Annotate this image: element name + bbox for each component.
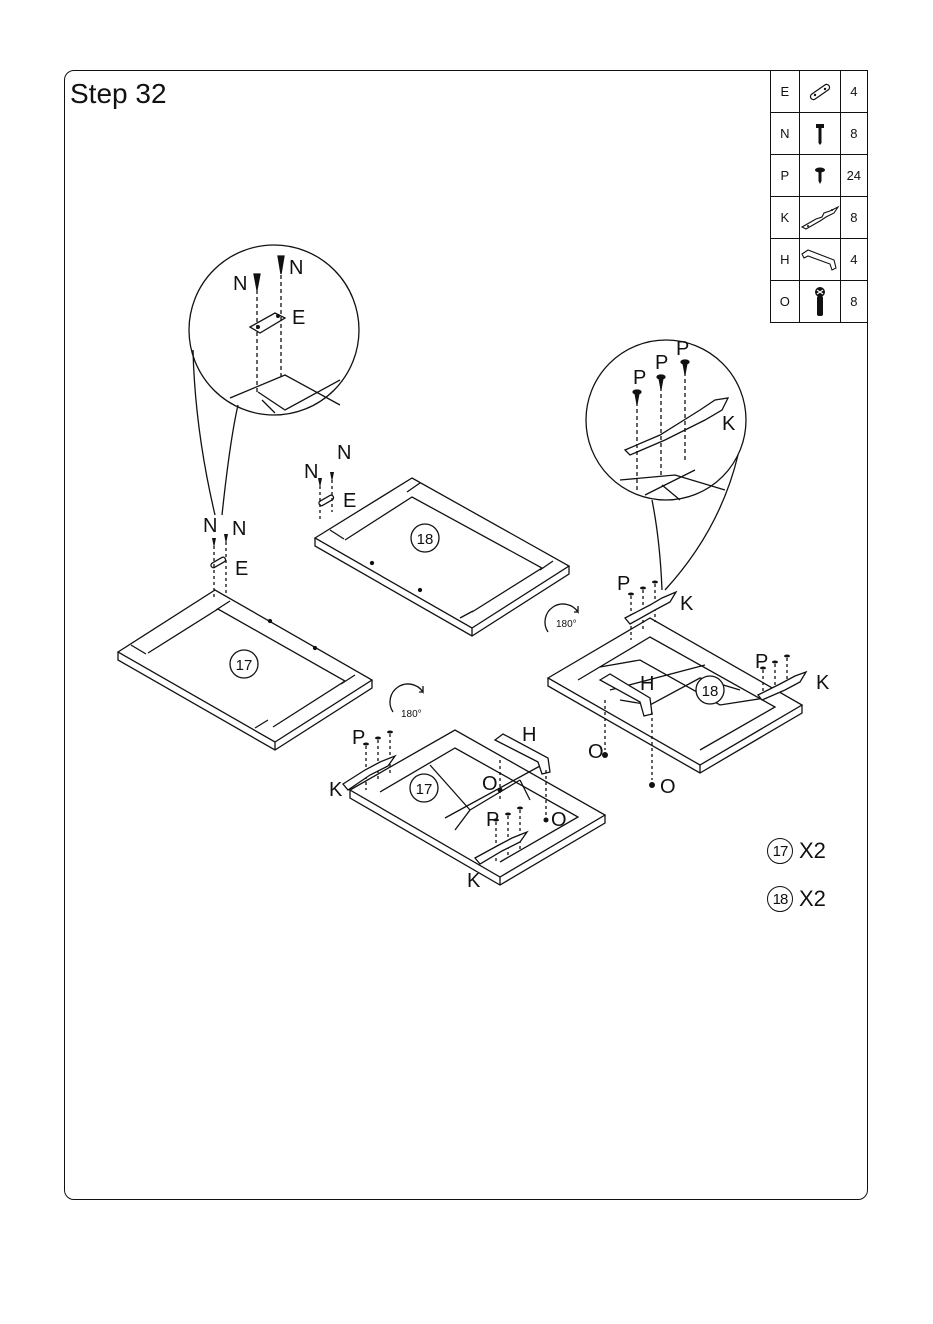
label-o: O: [551, 809, 567, 831]
label-n: N: [203, 515, 217, 537]
label-o: O: [588, 741, 604, 763]
quantity-18-count: X2: [799, 886, 826, 912]
rotate-label: 180°: [556, 619, 577, 630]
label-n: N: [304, 461, 318, 483]
label-k: K: [722, 413, 736, 435]
label-e: E: [343, 490, 356, 512]
connector-e-17: [210, 556, 226, 568]
label-p: P: [352, 727, 365, 749]
label-e: E: [292, 307, 305, 329]
panel-18-circle: 18: [767, 886, 793, 912]
label-k: K: [467, 870, 481, 892]
label-k: K: [329, 779, 343, 801]
label-o: O: [660, 776, 676, 798]
rotate-arrow-icon: [390, 684, 423, 712]
quantity-18: 18 X2: [767, 886, 826, 912]
label-n: N: [233, 273, 247, 295]
rotate-label: 180°: [401, 709, 422, 720]
label-n: N: [337, 442, 351, 464]
label-p: P: [633, 367, 646, 389]
label-n: N: [289, 257, 303, 279]
label-h: H: [522, 724, 536, 746]
label-k: K: [816, 672, 830, 694]
label-n: N: [232, 518, 246, 540]
label-p: P: [617, 573, 630, 595]
panel-18-label: 18: [417, 531, 434, 548]
label-e: E: [235, 558, 248, 580]
panel-17-circle: 17: [767, 838, 793, 864]
label-p: P: [486, 809, 499, 831]
label-k: K: [680, 593, 694, 615]
label-p: P: [655, 352, 668, 374]
zoom-circle-right: [586, 340, 746, 590]
quantity-17: 17 X2: [767, 838, 826, 864]
quantity-17-count: X2: [799, 838, 826, 864]
panel-18-label: 18: [702, 683, 719, 700]
label-o: O: [482, 773, 498, 795]
label-p: P: [755, 651, 768, 673]
label-h: H: [640, 673, 654, 695]
label-p: P: [676, 338, 689, 360]
panel-17-label: 17: [236, 657, 253, 674]
panel-17-label: 17: [416, 781, 433, 798]
